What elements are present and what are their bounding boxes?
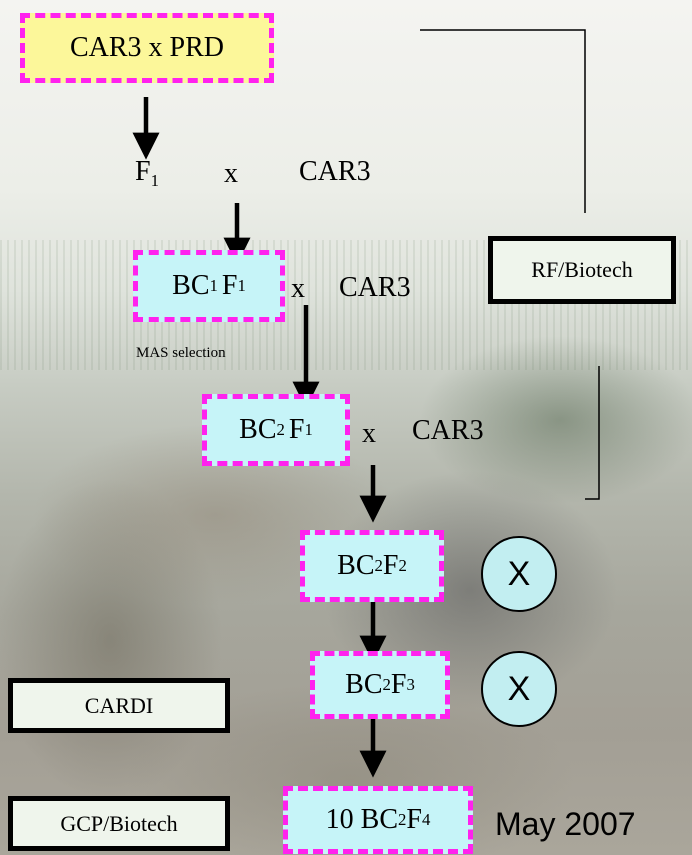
bracket-middle xyxy=(585,366,600,500)
selfing-circle-2: X xyxy=(481,651,557,727)
cross-symbol-1: x xyxy=(224,158,238,189)
recurrent-parent-label-2: CAR3 xyxy=(339,272,411,303)
cardi-box: CARDI xyxy=(8,678,230,733)
date-label: May 2007 xyxy=(495,806,636,842)
cross-symbol-2: x xyxy=(291,273,305,304)
mas-selection-label: MAS selection xyxy=(136,345,226,361)
selfing-circle-1: X xyxy=(481,536,557,612)
recurrent-parent-label-1: CAR3 xyxy=(299,156,371,187)
parent-cross-label: CAR3 x PRD xyxy=(69,32,225,63)
bracket-top xyxy=(420,29,586,213)
f1-label: F1 xyxy=(135,156,159,190)
recurrent-parent-label-3: CAR3 xyxy=(412,415,484,446)
parent-cross-box: CAR3 x PRD xyxy=(20,13,274,83)
gcp-biotech-box: GCP/Biotech xyxy=(8,796,230,851)
rf-biotech-box: RF/Biotech xyxy=(488,236,676,304)
cross-symbol-3: x xyxy=(362,418,376,449)
